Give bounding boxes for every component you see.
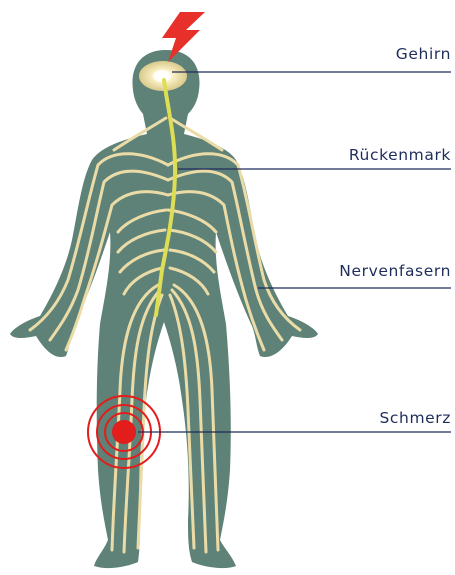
brain-core	[153, 70, 171, 82]
label-spinal-cord: Rückenmark	[349, 146, 451, 164]
body-silhouette	[10, 50, 318, 568]
label-brain: Gehirn	[396, 45, 451, 63]
label-pain: Schmerz	[379, 409, 451, 427]
label-nerve-fibers: Nervenfasern	[339, 262, 451, 280]
